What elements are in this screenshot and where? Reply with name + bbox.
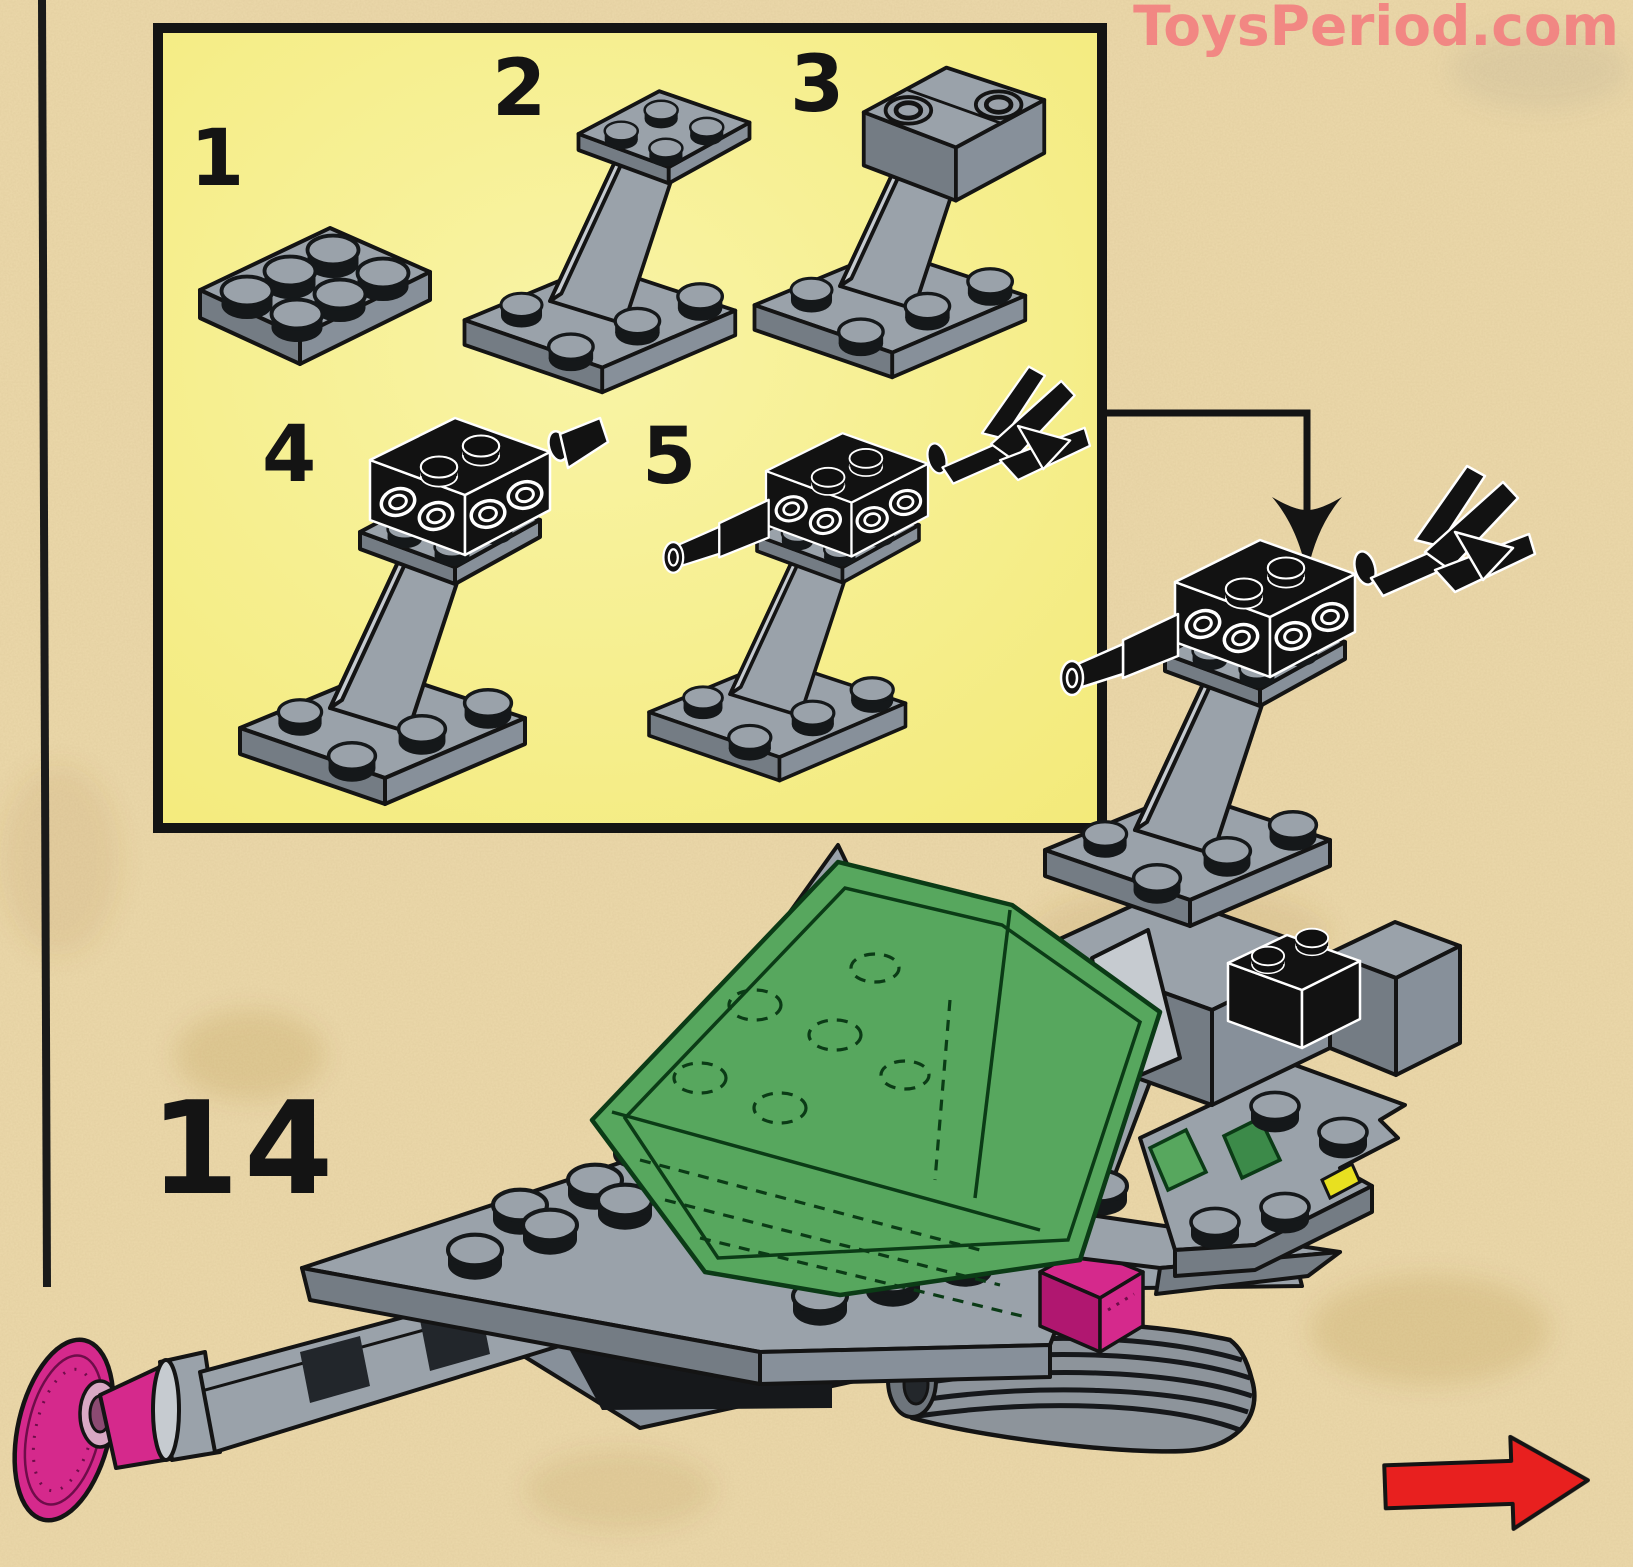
right-arrow-icon bbox=[1382, 1434, 1590, 1531]
main-step-number: 14 bbox=[150, 1075, 339, 1224]
down-arrow-icon bbox=[1272, 497, 1342, 574]
green-wedge-left bbox=[1147, 1127, 1209, 1193]
substep-4-label: 4 bbox=[262, 410, 316, 500]
placement-connector-line bbox=[1102, 409, 1311, 538]
yellow-chip bbox=[1320, 1161, 1362, 1201]
rear-deck bbox=[1138, 1063, 1407, 1278]
canopy-glass bbox=[589, 859, 1163, 1298]
substep-1-piece bbox=[198, 226, 432, 366]
canopy bbox=[589, 859, 1163, 1320]
substep-1-label: 1 bbox=[190, 114, 244, 204]
page-margin-line bbox=[38, 0, 51, 1288]
main-model bbox=[12, 464, 1537, 1523]
watermark: ToysPeriod.com bbox=[1133, 0, 1619, 58]
substep-2-label: 2 bbox=[492, 44, 546, 134]
inset-panel bbox=[153, 23, 1107, 833]
green-wedge-right bbox=[1221, 1115, 1283, 1181]
substep-5-label: 5 bbox=[642, 412, 696, 502]
substep-3-label: 3 bbox=[790, 40, 844, 130]
black-brick bbox=[1226, 927, 1362, 1050]
